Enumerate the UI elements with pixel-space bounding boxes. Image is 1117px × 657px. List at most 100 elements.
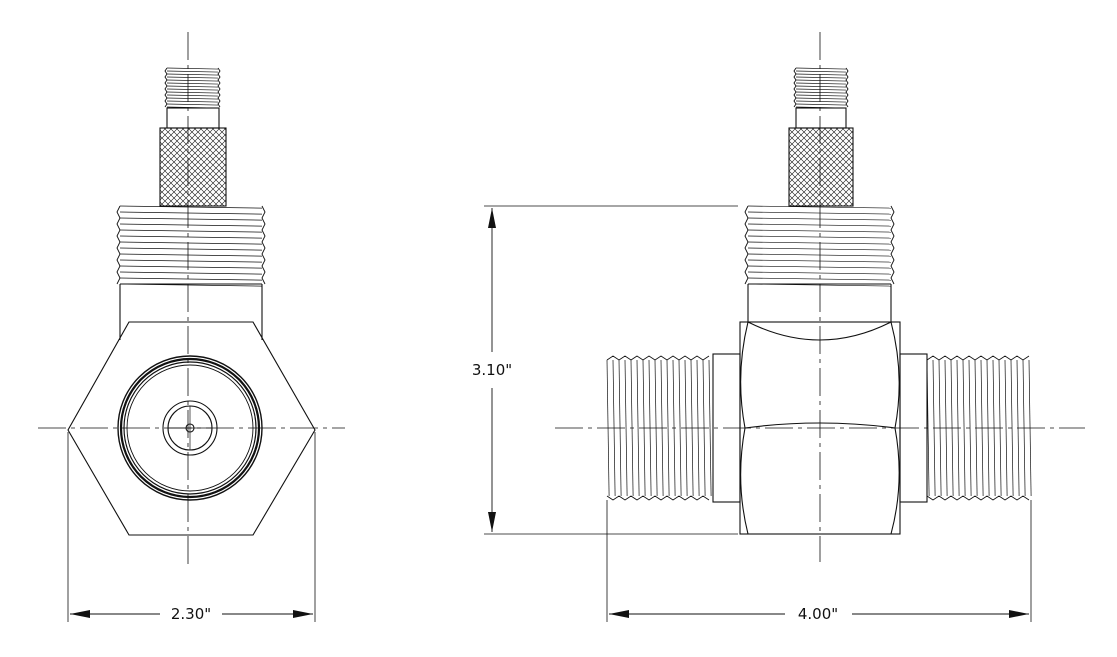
hex-arc-top bbox=[747, 321, 892, 341]
thread-line bbox=[992, 359, 996, 497]
thread-line bbox=[795, 82, 847, 85]
hex-arc-left-lower bbox=[740, 427, 749, 535]
thread-line bbox=[795, 67, 847, 70]
thread-line bbox=[642, 359, 646, 497]
dim-label-front-width: 4.00" bbox=[798, 605, 838, 623]
thread-line bbox=[795, 79, 847, 82]
left-port-thread bbox=[606, 355, 712, 501]
thread-line bbox=[1016, 359, 1020, 497]
thread-line bbox=[166, 88, 219, 91]
knurled-nut bbox=[159, 127, 227, 207]
thread-line bbox=[119, 271, 263, 275]
thread-line bbox=[636, 359, 640, 497]
hex-arc-left-upper bbox=[740, 321, 749, 429]
thread-line bbox=[119, 205, 263, 209]
thread-line bbox=[795, 85, 847, 88]
thread-line bbox=[1004, 359, 1008, 497]
thread-line bbox=[648, 359, 652, 497]
thread-line bbox=[690, 359, 694, 497]
hex-arc-middle bbox=[744, 422, 896, 429]
thread-line bbox=[166, 100, 219, 103]
rotor-hub bbox=[185, 423, 195, 433]
hex-arc-right-lower bbox=[890, 427, 900, 535]
thread-line bbox=[166, 73, 219, 76]
thread-line bbox=[795, 88, 847, 91]
thread-profile bbox=[606, 355, 710, 361]
thread-line bbox=[166, 91, 219, 94]
thread-line bbox=[119, 265, 263, 269]
thread-line bbox=[1010, 359, 1014, 497]
thread-line bbox=[119, 277, 263, 281]
thread-line bbox=[795, 103, 847, 106]
thread-line bbox=[747, 253, 892, 257]
thread-line bbox=[795, 94, 847, 97]
thread-profile bbox=[606, 495, 710, 501]
thread-profile bbox=[793, 67, 797, 108]
right-port-thread bbox=[926, 355, 1032, 501]
front-view bbox=[484, 32, 1085, 622]
side-view bbox=[38, 32, 345, 622]
thread-line bbox=[1028, 359, 1032, 497]
thread-line bbox=[747, 241, 892, 245]
thread-line bbox=[119, 259, 263, 263]
thread-profile bbox=[116, 205, 121, 285]
thread-line bbox=[795, 91, 847, 94]
top-fitting-thread bbox=[164, 67, 221, 109]
knurled-nut bbox=[788, 127, 854, 207]
thread-line bbox=[618, 359, 622, 497]
thread-line bbox=[119, 211, 263, 215]
thread-line bbox=[119, 235, 263, 239]
rotor-outer bbox=[162, 400, 218, 456]
thread-line bbox=[166, 94, 219, 97]
thread-line bbox=[119, 217, 263, 221]
thread-line bbox=[962, 359, 966, 497]
thread-line bbox=[950, 359, 954, 497]
port-ring-2 bbox=[119, 357, 261, 499]
thread-line bbox=[684, 359, 688, 497]
thread-line bbox=[956, 359, 960, 497]
thread-profile bbox=[261, 205, 266, 285]
thread-line bbox=[630, 359, 634, 497]
thread-line bbox=[747, 205, 892, 209]
hex-arc-right-upper bbox=[890, 321, 900, 429]
thread-line bbox=[119, 223, 263, 227]
port-ring-outer bbox=[117, 355, 263, 501]
thread-profile bbox=[926, 495, 1030, 501]
thread-line bbox=[166, 79, 219, 82]
dim-label-height: 3.10" bbox=[472, 361, 512, 379]
thread-line bbox=[166, 103, 219, 106]
thread-line bbox=[974, 359, 978, 497]
thread-line bbox=[672, 359, 676, 497]
dim-label-side-width: 2.30" bbox=[171, 605, 211, 623]
port-ring-inner bbox=[126, 364, 254, 492]
thread-line bbox=[795, 70, 847, 73]
thread-line bbox=[1022, 359, 1026, 497]
hex-body bbox=[67, 321, 316, 536]
thread-line bbox=[747, 211, 892, 215]
right-port-neck bbox=[899, 353, 928, 503]
thread-profile bbox=[926, 355, 1030, 361]
thread-profile bbox=[890, 205, 895, 285]
main-thread bbox=[116, 205, 266, 287]
thread-line bbox=[678, 359, 682, 497]
thread-line bbox=[998, 359, 1002, 497]
thread-line bbox=[944, 359, 948, 497]
thread-line bbox=[708, 359, 712, 497]
thread-profile bbox=[845, 67, 849, 108]
thread-line bbox=[747, 217, 892, 221]
thread-line bbox=[666, 359, 670, 497]
thread-line bbox=[968, 359, 972, 497]
port-ring-3 bbox=[123, 361, 257, 495]
thread-line bbox=[795, 76, 847, 79]
thread-line bbox=[606, 359, 610, 497]
thread-line bbox=[624, 359, 628, 497]
thread-line bbox=[747, 247, 892, 251]
thread-line bbox=[654, 359, 658, 497]
thread-profile bbox=[744, 205, 749, 285]
thread-line bbox=[795, 100, 847, 103]
thread-profile bbox=[217, 67, 221, 108]
thread-line bbox=[938, 359, 942, 497]
thread-line bbox=[166, 70, 219, 73]
thread-line bbox=[926, 359, 930, 497]
